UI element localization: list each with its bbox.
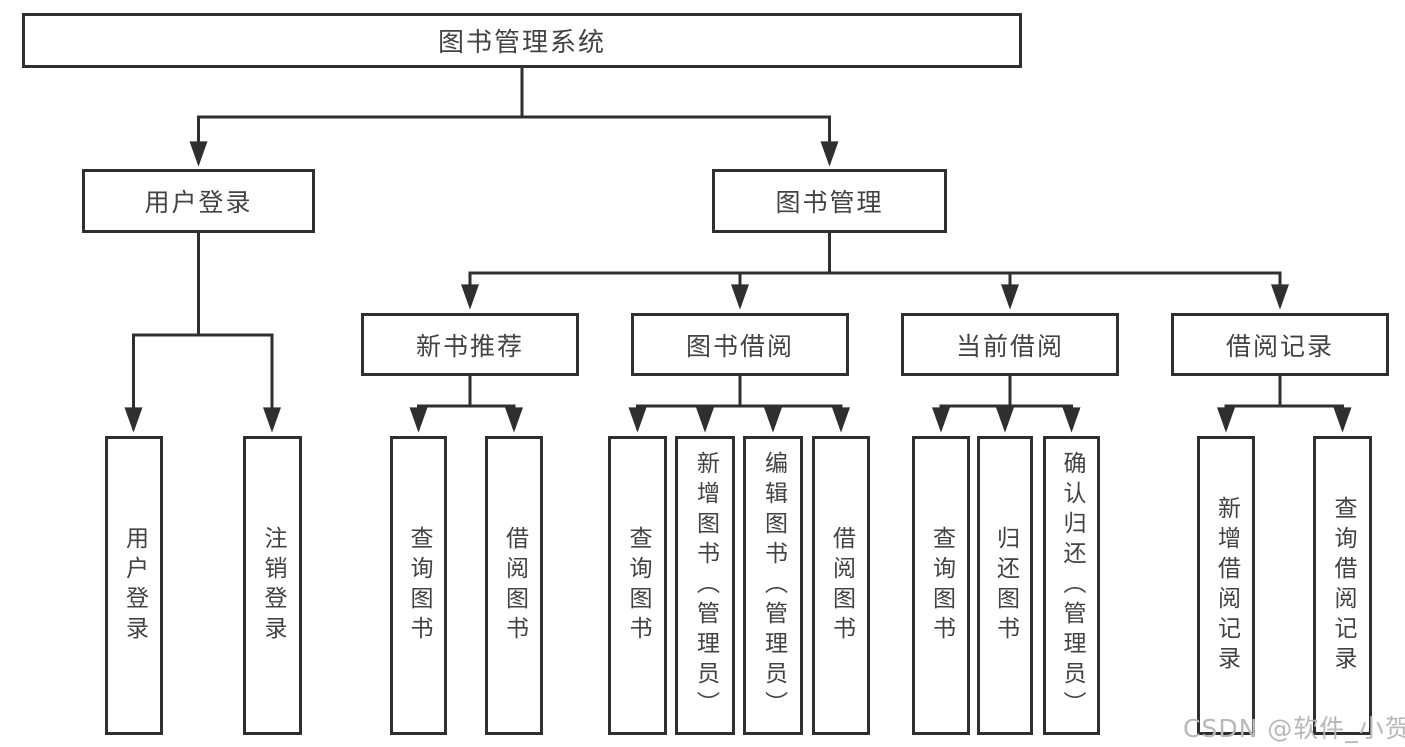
node-user-login-label: 用户登录 [144, 188, 253, 217]
edge-borrow-record-children [1217, 376, 1352, 433]
node-root-label: 图书管理系统 [437, 28, 606, 58]
node-book-management: 图书管理 [712, 169, 947, 233]
leaf-add-borrow-record: 新增借阅记录 [1197, 436, 1255, 735]
leaf-borrow-book-label: 借阅图书 [828, 525, 855, 646]
leaf-query-borrow-record-label: 查询借阅记录 [1330, 495, 1356, 676]
edge-book-management-children [461, 233, 1289, 310]
node-book-borrow-label: 图书借阅 [685, 331, 794, 361]
leaf-logout-label: 注销登录 [260, 525, 286, 646]
leaf-query-book-recommend: 查询图书 [390, 436, 447, 735]
edge-new-book-recommend-children [409, 376, 523, 433]
node-user-login: 用户登录 [82, 169, 315, 233]
node-book-borrow: 图书借阅 [631, 313, 849, 376]
leaf-return-book-label: 归还图书 [992, 525, 1019, 646]
leaf-query-borrow-record: 查询借阅记录 [1313, 436, 1372, 735]
leaf-confirm-return-admin: 确认归还（管理员） [1043, 436, 1100, 735]
leaf-edit-book-admin-label: 编辑图书（管理员） [760, 450, 787, 721]
leaf-user-login: 用户登录 [105, 436, 163, 735]
edge-root-to-level1 [189, 68, 839, 167]
node-current-borrow-label: 当前借阅 [955, 331, 1064, 361]
leaf-borrow-book-recommend-label: 借阅图书 [501, 525, 528, 646]
leaf-confirm-return-admin-label: 确认归还（管理员） [1059, 450, 1085, 721]
leaf-borrow-book-recommend: 借阅图书 [485, 436, 543, 735]
leaf-query-book-borrow: 查询图书 [608, 436, 667, 735]
node-new-book-recommend: 新书推荐 [361, 313, 579, 376]
node-root-library-system: 图书管理系统 [22, 13, 1022, 68]
leaf-user-login-label: 用户登录 [121, 525, 148, 646]
leaf-borrow-book: 借阅图书 [812, 436, 870, 735]
node-current-borrow: 当前借阅 [901, 313, 1119, 376]
leaf-add-book-admin: 新增图书（管理员） [675, 436, 735, 735]
edge-book-borrow-children [628, 376, 850, 433]
leaf-query-book-recommend-label: 查询图书 [406, 525, 432, 646]
csdn-watermark: CSDN @软件_小贺同学 [1183, 714, 1405, 743]
edge-current-borrow-children [932, 376, 1081, 433]
node-borrow-record-label: 借阅记录 [1225, 331, 1334, 361]
leaf-add-borrow-record-label: 新增借阅记录 [1213, 495, 1240, 676]
leaf-add-book-admin-label: 新增图书（管理员） [692, 450, 719, 721]
edge-user-login-children [124, 233, 281, 433]
node-book-management-label: 图书管理 [775, 188, 884, 217]
leaf-edit-book-admin: 编辑图书（管理员） [743, 436, 803, 735]
node-new-book-recommend-label: 新书推荐 [415, 331, 524, 361]
leaf-query-book-current: 查询图书 [912, 436, 970, 735]
node-borrow-record: 借阅记录 [1171, 313, 1389, 376]
leaf-return-book: 归还图书 [977, 436, 1033, 735]
leaf-logout: 注销登录 [243, 436, 302, 735]
leaf-query-book-current-label: 查询图书 [928, 525, 955, 646]
leaf-query-book-borrow-label: 查询图书 [625, 525, 651, 646]
